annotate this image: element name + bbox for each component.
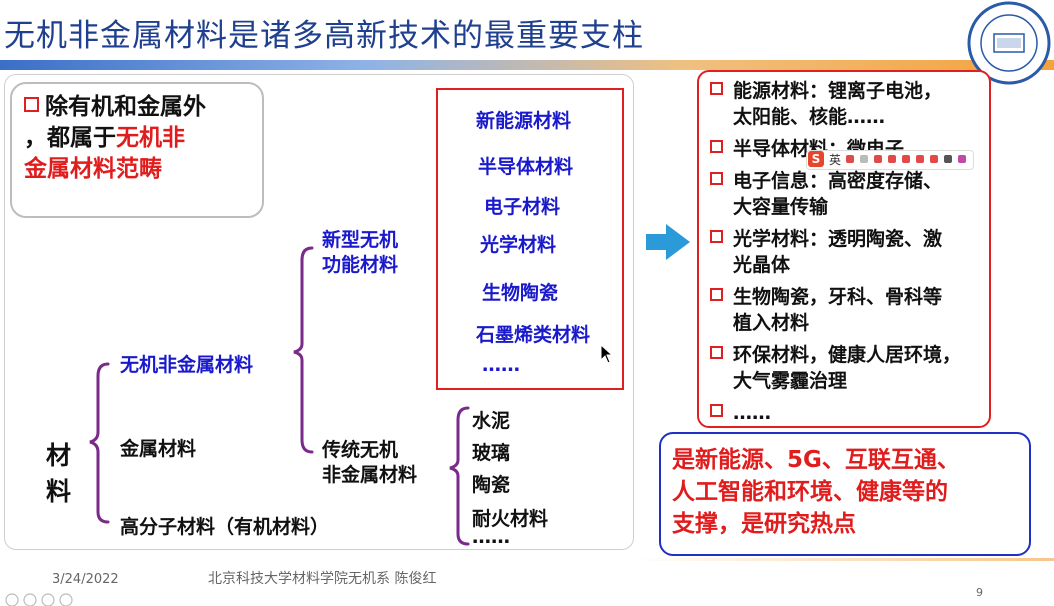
trad-item-glass: 玻璃 — [472, 442, 511, 464]
title-divider — [0, 60, 1054, 70]
definition-text: 除有机和金属外 ，都属于无机非 金属材料范畴 — [24, 94, 206, 182]
application-item-optical: 光学材料：透明陶瓷、激 光晶体 — [710, 226, 982, 278]
definition-box — [10, 82, 264, 218]
application-item-bioceramic: 生物陶瓷，牙科、骨科等 植入材料 — [710, 284, 982, 336]
tree-node-traditional: 传统无机 非金属材料 — [322, 439, 418, 486]
trad-item-more: …… — [472, 526, 510, 548]
university-seal-icon — [967, 1, 1051, 85]
ime-skin-icon[interactable] — [930, 155, 938, 163]
ime-toolbox-icon[interactable] — [916, 155, 924, 163]
ime-moon-icon[interactable] — [846, 155, 854, 163]
bullet-square-icon — [710, 346, 723, 359]
bullet-square-icon — [710, 172, 723, 185]
bullet-square-icon — [710, 404, 723, 417]
new-item-electronic: 电子材料 — [484, 196, 561, 218]
footer-divider — [0, 558, 1054, 561]
bullet-square-icon — [24, 97, 39, 112]
presenter-controls[interactable] — [4, 592, 94, 606]
slide-page-number: 9 — [976, 586, 983, 599]
new-item-optical: 光学材料 — [480, 234, 557, 256]
ime-language-toggle[interactable]: 英 — [829, 153, 842, 167]
inorganic-bracket — [293, 246, 314, 454]
right-arrow-icon — [646, 224, 690, 260]
bullet-square-icon — [710, 140, 723, 153]
traditional-bracket — [449, 406, 470, 546]
new-item-semiconductor: 半导体材料 — [478, 156, 574, 178]
mouse-cursor-icon — [600, 344, 614, 364]
application-item-more: …… — [710, 400, 982, 426]
applications-list: 能源材料：锂离子电池， 太阳能、核能…… 半导体材料：微电子 电子信息：高密度存… — [710, 78, 982, 426]
bullet-square-icon — [710, 82, 723, 95]
tree-node-new-functional: 新型无机 功能材料 — [322, 229, 399, 276]
slide-author: 北京科技大学材料学院无机系 陈俊红 — [208, 571, 437, 587]
new-materials-frame — [436, 88, 624, 390]
ime-punctuation-icon[interactable] — [860, 155, 868, 163]
new-item-graphene: 石墨烯类材料 — [476, 324, 591, 346]
bullet-square-icon — [710, 288, 723, 301]
ime-more-icon[interactable] — [958, 155, 966, 163]
application-item-energy: 能源材料：锂离子电池， 太阳能、核能…… — [710, 78, 982, 130]
trad-item-refractory: 耐火材料 — [472, 508, 549, 530]
trad-item-ceramic: 陶瓷 — [472, 474, 511, 496]
ime-emoji-icon[interactable] — [874, 155, 882, 163]
slides-icon — [23, 593, 37, 606]
ime-keyboard-icon[interactable] — [902, 155, 910, 163]
ime-voice-icon[interactable] — [888, 155, 896, 163]
applications-panel — [697, 70, 991, 428]
trad-item-cement: 水泥 — [472, 410, 511, 432]
root-bracket — [89, 362, 110, 524]
pen-tool-icon — [5, 593, 19, 606]
ime-logo-icon[interactable]: S — [808, 151, 824, 167]
new-item-bioceramic: 生物陶瓷 — [482, 282, 559, 304]
slide-date: 3/24/2022 — [52, 572, 119, 587]
new-item-energy: 新能源材料 — [476, 110, 572, 132]
highlight-callout — [659, 432, 1031, 556]
tree-node-inorganic: 无机非金属材料 — [120, 354, 254, 376]
application-item-environment: 环保材料，健康人居环境， 大气雾霾治理 — [710, 342, 982, 394]
ime-user-icon[interactable] — [944, 155, 952, 163]
callout-text: 是新能源、5G、互联互通、 人工智能和环境、健康等的 支撑，是研究热点 — [672, 447, 960, 537]
bullet-square-icon — [710, 230, 723, 243]
more-options-icon — [59, 593, 73, 606]
tree-node-polymer: 高分子材料（有机材料） — [120, 516, 330, 538]
root-label: 材 料 — [46, 441, 72, 506]
new-item-more: …… — [482, 354, 520, 376]
tree-node-metal: 金属材料 — [120, 438, 197, 460]
slide-title: 无机非金属材料是诸多高新技术的最重要支柱 — [4, 18, 644, 54]
zoom-icon — [41, 593, 55, 606]
application-item-electronic: 电子信息：高密度存储、 大容量传输 — [710, 168, 982, 220]
